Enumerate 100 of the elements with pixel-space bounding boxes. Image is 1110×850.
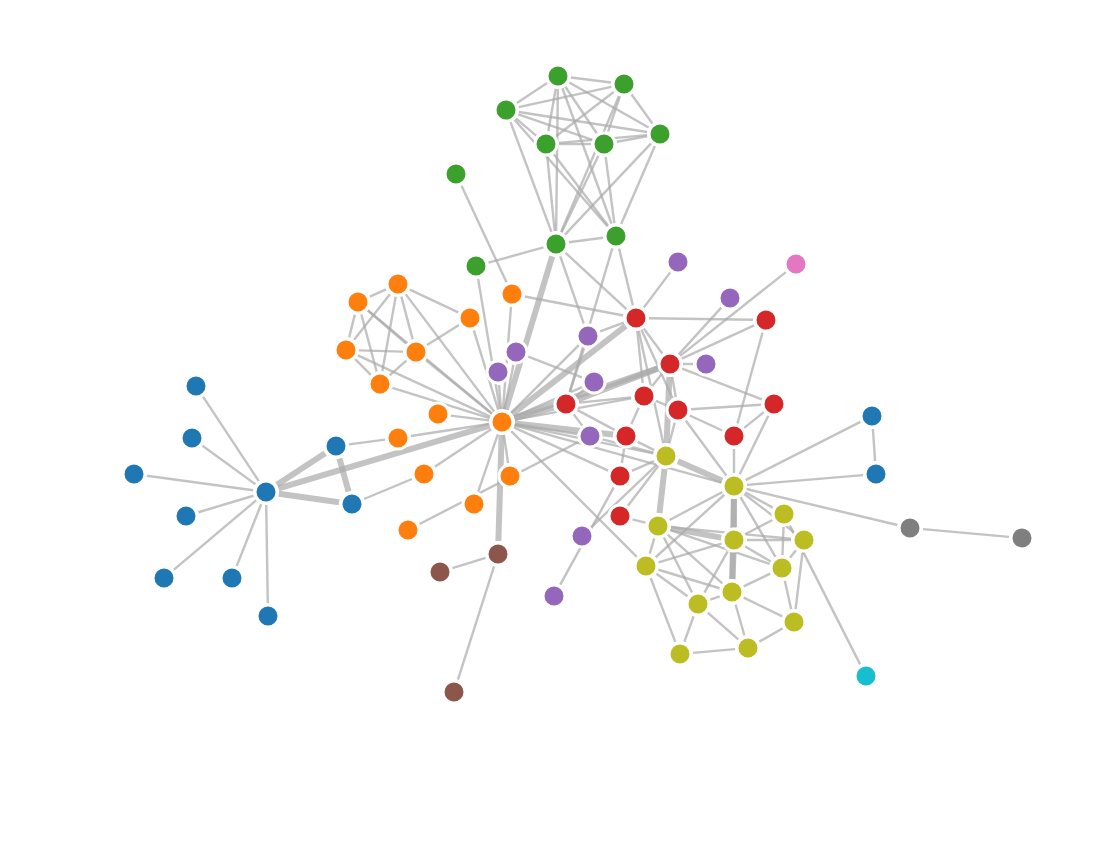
graph-edge (354, 358, 372, 376)
graph-edge (388, 359, 408, 377)
graph-node (645, 513, 671, 539)
graph-edge (632, 518, 646, 524)
graph-edge (706, 611, 740, 641)
graph-edge (503, 364, 515, 410)
graph-edge (426, 323, 460, 347)
graph-node (853, 663, 879, 689)
graph-edge (670, 525, 722, 541)
graph-edge (381, 296, 397, 372)
graph-edge (656, 468, 668, 514)
graph-edge (637, 440, 655, 452)
graph-edge (513, 365, 659, 421)
graph-edge (575, 389, 585, 397)
graph-node (533, 131, 559, 157)
graph-edge (409, 288, 459, 314)
graph-node (603, 223, 629, 249)
graph-node (485, 359, 511, 385)
graph-edge (425, 359, 493, 415)
graph-edge (738, 415, 770, 475)
graph-node (427, 559, 453, 585)
graph-node (183, 373, 209, 399)
graph-node (607, 463, 633, 489)
graph-edge (636, 330, 644, 384)
graph-edge (602, 438, 654, 454)
graph-node (653, 443, 679, 469)
graph-node (339, 491, 365, 517)
graph-edge (360, 314, 378, 372)
graph-edge (275, 450, 327, 488)
graph-edge (518, 85, 612, 109)
graph-edge (703, 550, 729, 594)
graph-edge (679, 271, 787, 357)
graph-node (771, 501, 797, 527)
graph-edge (348, 314, 356, 338)
graph-edge (524, 295, 624, 317)
graph-edge (514, 420, 614, 438)
graph-node (443, 161, 469, 187)
graph-edge (564, 142, 652, 236)
graph-edge (568, 248, 614, 392)
graph-edge (758, 627, 784, 643)
graph-edge (509, 121, 553, 233)
graph-edge (642, 271, 672, 309)
graph-edge (572, 413, 584, 427)
graph-node (403, 339, 429, 365)
graph-edge (626, 465, 660, 507)
graph-edge (648, 538, 656, 554)
graph-edge (922, 527, 1010, 539)
graph-edge (729, 498, 737, 580)
graph-node (367, 371, 393, 397)
graph-edge (651, 373, 663, 387)
graph-edge (513, 426, 609, 472)
graph-node (411, 461, 437, 487)
graph-edge (709, 595, 721, 601)
graph-edge (630, 407, 640, 425)
graph-edge (630, 93, 654, 125)
graph-edge (404, 293, 496, 413)
graph-edge (554, 89, 560, 231)
graph-node (721, 527, 747, 553)
graph-node (385, 271, 411, 297)
graph-node (541, 583, 567, 609)
graph-edge (590, 464, 658, 528)
graph-edge (747, 538, 791, 542)
graph-node (425, 401, 451, 427)
graph-node (647, 121, 673, 147)
graph-edge (559, 486, 615, 586)
graph-edge (578, 396, 632, 404)
graph-edge (278, 490, 340, 506)
graph-edge (336, 457, 352, 493)
graph-edge (476, 278, 502, 410)
graph-node (575, 323, 601, 349)
graph-edge (357, 354, 491, 418)
graph-node (783, 251, 809, 277)
graph-edge (559, 142, 591, 146)
graph-edge (497, 384, 503, 410)
graph-node (255, 603, 281, 629)
graph-edge (577, 365, 659, 403)
graph-node (503, 339, 529, 365)
graph-edge (400, 296, 414, 340)
graph-edge (732, 449, 736, 473)
graph-edge (743, 596, 783, 618)
graph-node (633, 553, 659, 579)
graph-node (173, 503, 199, 529)
graph-edge (617, 248, 635, 306)
graph-edge (568, 236, 604, 244)
graph-node (753, 307, 779, 333)
graph-edge (744, 491, 774, 509)
graph-edge (616, 135, 648, 143)
graph-edge (265, 504, 269, 604)
graph-edge (576, 409, 616, 431)
graph-edge (277, 422, 491, 492)
graph-edge (146, 474, 254, 492)
graph-node (395, 517, 421, 543)
graph-node (719, 579, 745, 605)
graph-edge (516, 82, 548, 104)
graph-edge (202, 396, 260, 482)
graph-edge (689, 414, 723, 432)
graph-node (385, 425, 411, 451)
graph-edge (555, 90, 615, 138)
graph-node (761, 391, 787, 417)
graph-edge (604, 156, 616, 224)
